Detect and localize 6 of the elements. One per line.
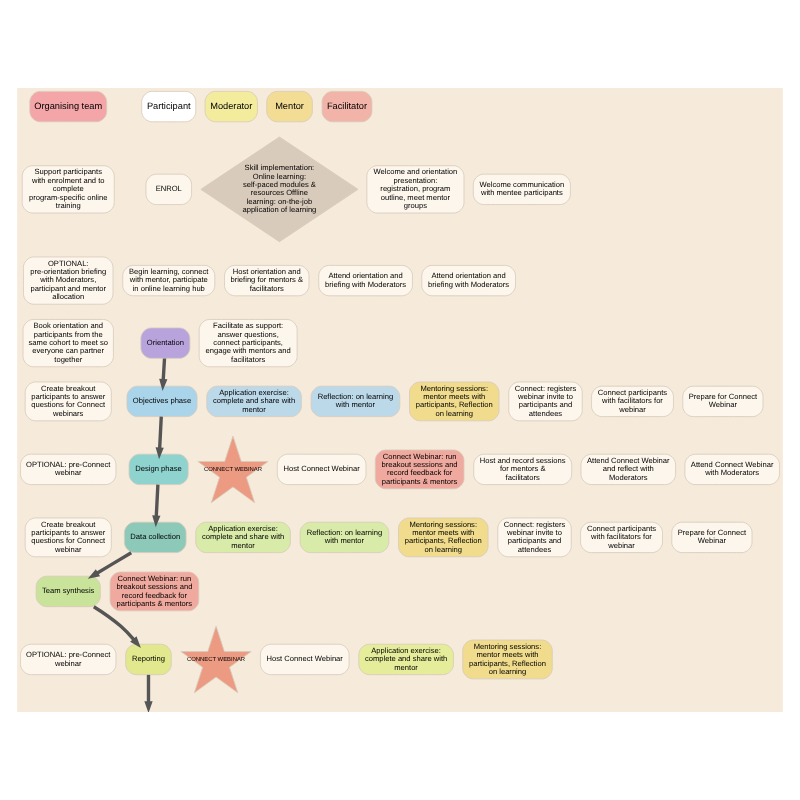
arrow	[159, 358, 168, 391]
arrow	[87, 551, 133, 579]
arrow	[144, 674, 153, 712]
arrow	[155, 416, 164, 460]
arrow	[92, 605, 141, 649]
arrow	[152, 484, 161, 528]
